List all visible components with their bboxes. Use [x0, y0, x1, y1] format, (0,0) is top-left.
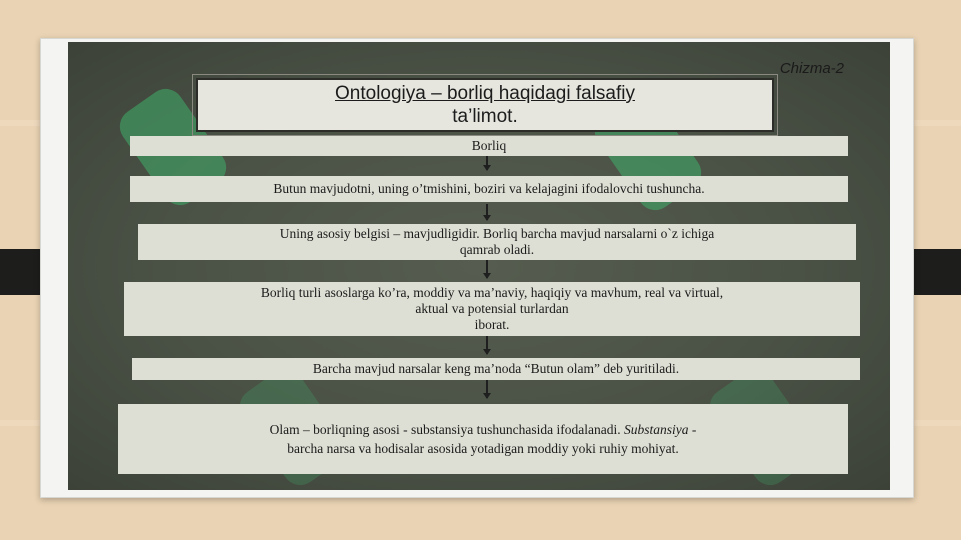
node-text: iborat. — [474, 317, 510, 332]
node-text: aktual va potensial turlardan — [415, 301, 569, 316]
node-text: Barcha mavjud narsalar keng ma’noda “But… — [312, 361, 680, 376]
node-whole-world: Barcha mavjud narsalar keng ma’noda “But… — [132, 358, 860, 380]
node-main-feature: Uning asosiy belgisi – mavjudligidir. Bo… — [138, 224, 856, 260]
node-text: Uning asosiy belgisi – mavjudligidir. Bo… — [279, 226, 715, 241]
diagram-title: Ontologiya – borliq haqidagi falsafiy ta… — [192, 74, 778, 136]
node-text: Olam – borliqning asosi - substansiya tu… — [124, 420, 842, 439]
node-substance: Olam – borliqning asosi - substansiya tu… — [118, 404, 848, 474]
node-text: Borliq turli asoslarga ko’ra, moddiy va … — [260, 285, 724, 300]
title-line-2: ta’limot. — [452, 106, 518, 127]
node-types: Borliq turli asoslarga ko’ra, moddiy va … — [124, 282, 860, 336]
node-text-italic: Substansiya - — [623, 422, 697, 437]
node-text: qamrab oladi. — [459, 242, 535, 257]
flow-arrow — [483, 156, 490, 171]
node-text: barcha narsa va hodisalar asosida yotadi… — [287, 441, 679, 456]
flow-arrow — [483, 204, 490, 221]
flow-arrow — [483, 380, 490, 399]
node-text: Butun mavjudotni, uning o’tmishini, bozi… — [273, 181, 705, 196]
flow-arrow — [483, 336, 490, 355]
node-text: Borliq — [471, 138, 507, 153]
node-borliq: Borliq — [130, 136, 848, 156]
title-line-1: Ontologiya – borliq haqidagi falsafiy — [335, 83, 635, 104]
node-definition: Butun mavjudotni, uning o’tmishini, bozi… — [130, 176, 848, 202]
node-text-part: Olam – borliqning asosi - substansiya tu… — [269, 422, 624, 437]
diagram-number-label: Chizma-2 — [779, 60, 844, 77]
flow-arrow — [483, 260, 490, 279]
slide: Chizma-2 Ontologiya – borliq haqidagi fa… — [68, 42, 890, 490]
